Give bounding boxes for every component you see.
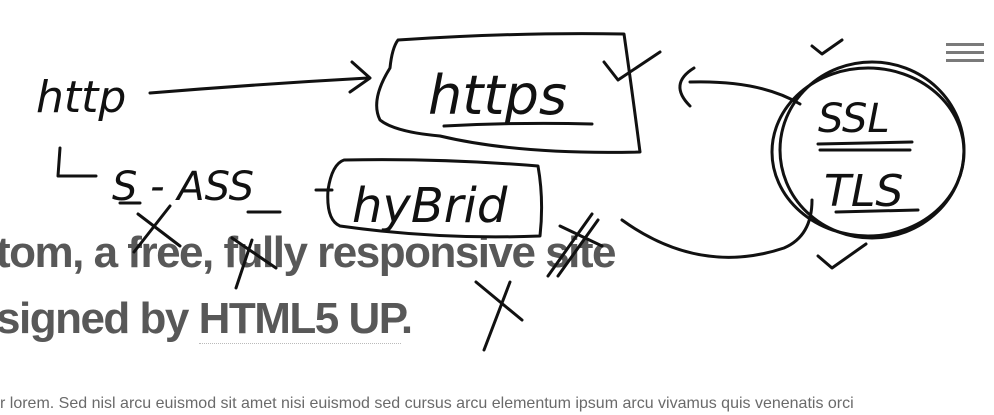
- headline-line-1: tom, a free, fully responsive site: [0, 228, 617, 277]
- menu-bar: [946, 59, 984, 62]
- branch-line: [56, 146, 98, 178]
- headline-line-2: signed by HTML5 UP.: [0, 286, 615, 352]
- html5up-link[interactable]: HTML5 UP: [198, 294, 402, 344]
- annotation-tls: TLS: [824, 166, 903, 217]
- ssl-tls-divider: [816, 140, 914, 152]
- annotation-https: https: [428, 64, 567, 127]
- https-underline: [442, 121, 594, 128]
- tls-underline: [834, 208, 920, 214]
- checkmark-icon: [816, 242, 868, 270]
- arrow-head-icon: [348, 60, 372, 94]
- annotation-s-ass: S - ASS: [112, 164, 254, 210]
- checkmark-icon: [810, 38, 844, 56]
- arrow-http-to-https: [148, 76, 370, 95]
- checkmark-icon: [602, 50, 662, 82]
- ssl-tls-circle-outline: [778, 60, 966, 240]
- https-box: [375, 32, 642, 154]
- banner-body-text: r lorem. Sed nisl arcu euismod sit amet …: [0, 395, 854, 412]
- arrow-head-icon: [678, 66, 696, 108]
- headline-line-2-suffix: .: [400, 294, 413, 343]
- annotation-http: http: [36, 72, 126, 123]
- headline-line-2-prefix: signed by: [0, 294, 199, 343]
- menu-bar: [946, 43, 984, 46]
- arrow-circle-to-https: [688, 80, 802, 106]
- hamburger-menu-icon[interactable]: [946, 40, 986, 64]
- ssl-tls-circle: [770, 66, 966, 238]
- banner-headline: tom, a free, fully responsive site signe…: [0, 220, 617, 352]
- annotation-ssl: SSL: [818, 96, 890, 142]
- arrow-hybrid-to-circle: [620, 198, 814, 259]
- menu-bar: [946, 51, 984, 54]
